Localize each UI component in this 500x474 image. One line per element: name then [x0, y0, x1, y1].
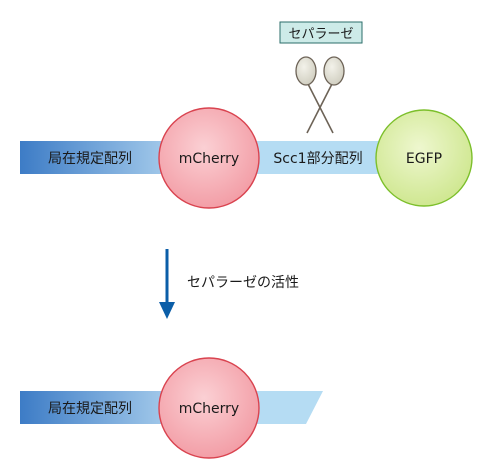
localization-bar: [20, 141, 170, 174]
fusion-construct: 局在規定配列 mCherry Scc1部分配列 EGFP: [20, 107, 473, 209]
separase-enzyme: セパラーゼ: [279, 21, 363, 134]
scc1-region-label: Scc1部分配列: [273, 151, 362, 167]
separase-label: セパラーゼ: [288, 27, 353, 42]
localization-seq-label: 局在規定配列: [48, 151, 132, 167]
mcherry-label: mCherry: [179, 151, 239, 167]
separase-head-left: [295, 56, 317, 86]
separase-arm-right: [306, 79, 335, 134]
separase-label-box: [279, 21, 363, 44]
separase-head-right: [323, 56, 345, 86]
egfp-circle: [375, 109, 473, 207]
down-arrow-head: [159, 302, 175, 319]
mcherry-circle: [158, 107, 260, 209]
egfp-label: EGFP: [406, 151, 442, 167]
separase-activity-label: セパラーゼの活性: [187, 275, 299, 291]
activation-step: セパラーゼの活性: [159, 249, 299, 319]
product-mcherry-label: mCherry: [179, 401, 239, 417]
cleaved-product: 局在規定配列 mCherry: [20, 357, 323, 459]
product-localization-bar: [20, 391, 170, 424]
product-mcherry-circle: [158, 357, 260, 459]
product-localization-seq-label: 局在規定配列: [48, 401, 132, 417]
separase-arm-left: [305, 79, 334, 134]
